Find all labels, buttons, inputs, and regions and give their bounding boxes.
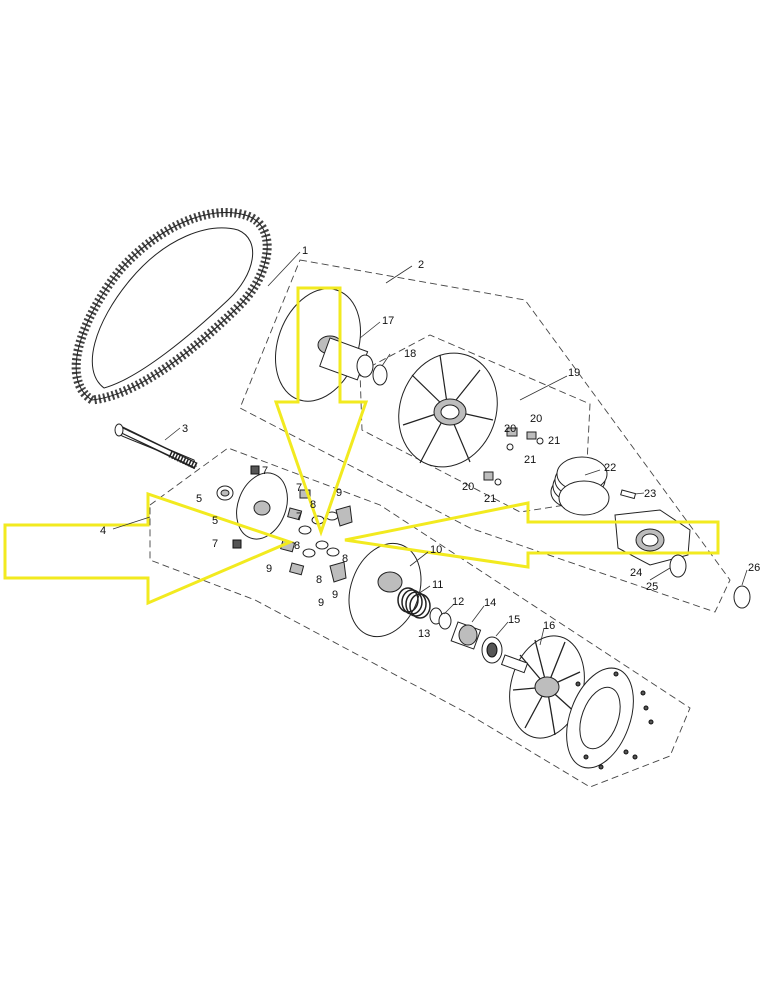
bushing xyxy=(450,621,482,650)
left-arrow xyxy=(344,501,720,569)
callout-4: 4 xyxy=(100,525,106,537)
callout-25: 25 xyxy=(646,581,658,593)
callout-20b: 20 xyxy=(504,423,516,435)
callout-19: 19 xyxy=(568,367,580,379)
callout-5a: 5 xyxy=(196,493,202,505)
callout-2: 2 xyxy=(418,259,424,271)
cam-rollers xyxy=(483,427,544,486)
callout-21c: 21 xyxy=(484,493,496,505)
callout-20a: 20 xyxy=(530,413,542,425)
callout-8c: 8 xyxy=(342,553,348,565)
callout-1: 1 xyxy=(302,245,308,257)
callout-9b: 9 xyxy=(266,563,272,575)
callout-23: 23 xyxy=(644,488,656,500)
key xyxy=(620,489,637,500)
callout-7c: 7 xyxy=(212,538,218,550)
callout-16: 16 xyxy=(543,620,555,632)
drive-backplate xyxy=(566,667,654,770)
callout-11: 11 xyxy=(432,579,443,591)
callout-14: 14 xyxy=(484,597,496,609)
callout-13: 13 xyxy=(418,628,430,640)
callout-22: 22 xyxy=(604,462,616,474)
cover-bolts xyxy=(232,465,260,549)
drive-cover-plate xyxy=(216,472,288,540)
callout-15: 15 xyxy=(508,614,520,626)
callout-8d: 8 xyxy=(316,574,322,586)
leader-lines xyxy=(112,251,748,646)
callout-9a: 9 xyxy=(336,487,342,499)
callout-5b: 5 xyxy=(212,515,218,527)
callout-17: 17 xyxy=(382,315,394,327)
callout-9d: 9 xyxy=(318,597,324,609)
snap-ring xyxy=(372,364,388,386)
callout-7d: 7 xyxy=(296,511,302,523)
callout-20c: 20 xyxy=(462,481,474,493)
drive-fixed-sheave xyxy=(500,635,585,739)
callout-24: 24 xyxy=(630,567,642,579)
drive-clutch-group-outline xyxy=(149,447,691,788)
callout-labels: 1 2 3 4 5 5 7 7 7 7 8 9 8 9 8 9 8 9 10 1… xyxy=(100,245,760,640)
callout-21a: 21 xyxy=(548,435,560,447)
drive-spring xyxy=(397,587,431,619)
callout-10: 10 xyxy=(430,544,442,556)
long-bolt xyxy=(114,423,198,470)
drive-belt xyxy=(71,207,272,405)
highlight-arrows xyxy=(3,286,720,606)
callout-18: 18 xyxy=(404,348,416,360)
drive-washer-b xyxy=(438,612,452,630)
callout-3: 3 xyxy=(182,423,188,435)
callout-9c: 9 xyxy=(332,589,338,601)
callout-8a: 8 xyxy=(310,499,316,511)
end-snap-ring xyxy=(733,585,751,609)
down-arrow xyxy=(273,286,369,537)
driven-fixed-sheave xyxy=(274,288,374,402)
callout-8b: 8 xyxy=(294,540,300,552)
helix-cam xyxy=(614,509,691,566)
washer xyxy=(669,554,687,578)
callout-26: 26 xyxy=(748,562,760,574)
driven-movable-sheave xyxy=(398,352,498,468)
bearing xyxy=(481,636,503,664)
assembly-outlines xyxy=(149,259,731,788)
callout-7a: 7 xyxy=(262,465,268,477)
driven-spring xyxy=(550,456,610,516)
centrifugal-weights xyxy=(280,489,353,583)
callout-12: 12 xyxy=(452,596,464,608)
sheave-subgroup-outline xyxy=(359,334,591,513)
callout-7b: 7 xyxy=(296,482,302,494)
drive-movable-sheave xyxy=(348,542,422,638)
driven-clutch-group-outline xyxy=(239,259,731,613)
right-arrow xyxy=(3,491,295,606)
callout-21b: 21 xyxy=(524,454,536,466)
